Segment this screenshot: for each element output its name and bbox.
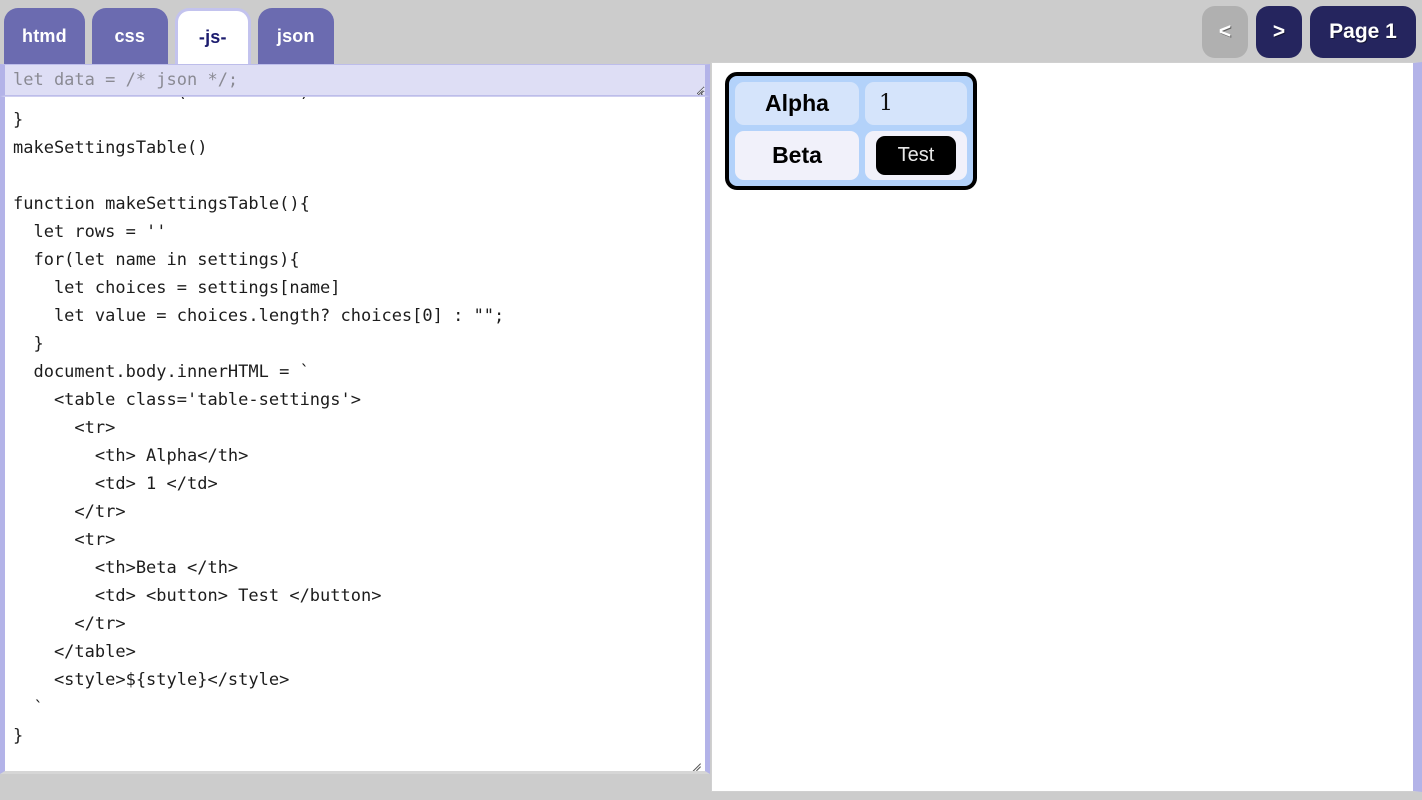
setting-name-alpha: Alpha <box>735 82 859 125</box>
setting-value-beta: Test <box>865 131 967 180</box>
setting-name-beta: Beta <box>735 131 859 180</box>
page-indicator-button[interactable]: Page 1 <box>1310 6 1416 58</box>
editor-pane: let data = /* json */; 'beta' : words('a… <box>0 64 710 774</box>
resize-grip-icon[interactable] <box>689 755 701 767</box>
table-row: Alpha 1 <box>735 82 967 125</box>
page-navigation: < > Page 1 <box>1202 6 1416 58</box>
preview-pane: Alpha 1 Beta Test <box>711 62 1422 792</box>
previous-page-button[interactable]: < <box>1202 6 1248 58</box>
tab-css[interactable]: css <box>91 8 168 64</box>
tab-htmd[interactable]: htmd <box>4 8 85 64</box>
setting-value-alpha: 1 <box>865 82 967 125</box>
resize-grip-icon[interactable] <box>691 82 703 94</box>
test-button[interactable]: Test <box>875 136 957 175</box>
tab-js[interactable]: -js- <box>174 8 251 64</box>
table-row: Beta Test <box>735 131 967 180</box>
tab-json[interactable]: json <box>257 8 334 64</box>
js-code-text: 'beta' : words('a b c d e') } makeSettin… <box>13 97 505 746</box>
js-code-editor[interactable]: 'beta' : words('a b c d e') } makeSettin… <box>0 96 710 774</box>
next-page-button[interactable]: > <box>1256 6 1302 58</box>
editor-tab-bar: htmd css -js- json <box>4 8 334 64</box>
json-data-input[interactable]: let data = /* json */; <box>0 64 710 96</box>
top-bar: htmd css -js- json < > Page 1 <box>0 0 1422 64</box>
settings-table: Alpha 1 Beta Test <box>725 72 977 190</box>
